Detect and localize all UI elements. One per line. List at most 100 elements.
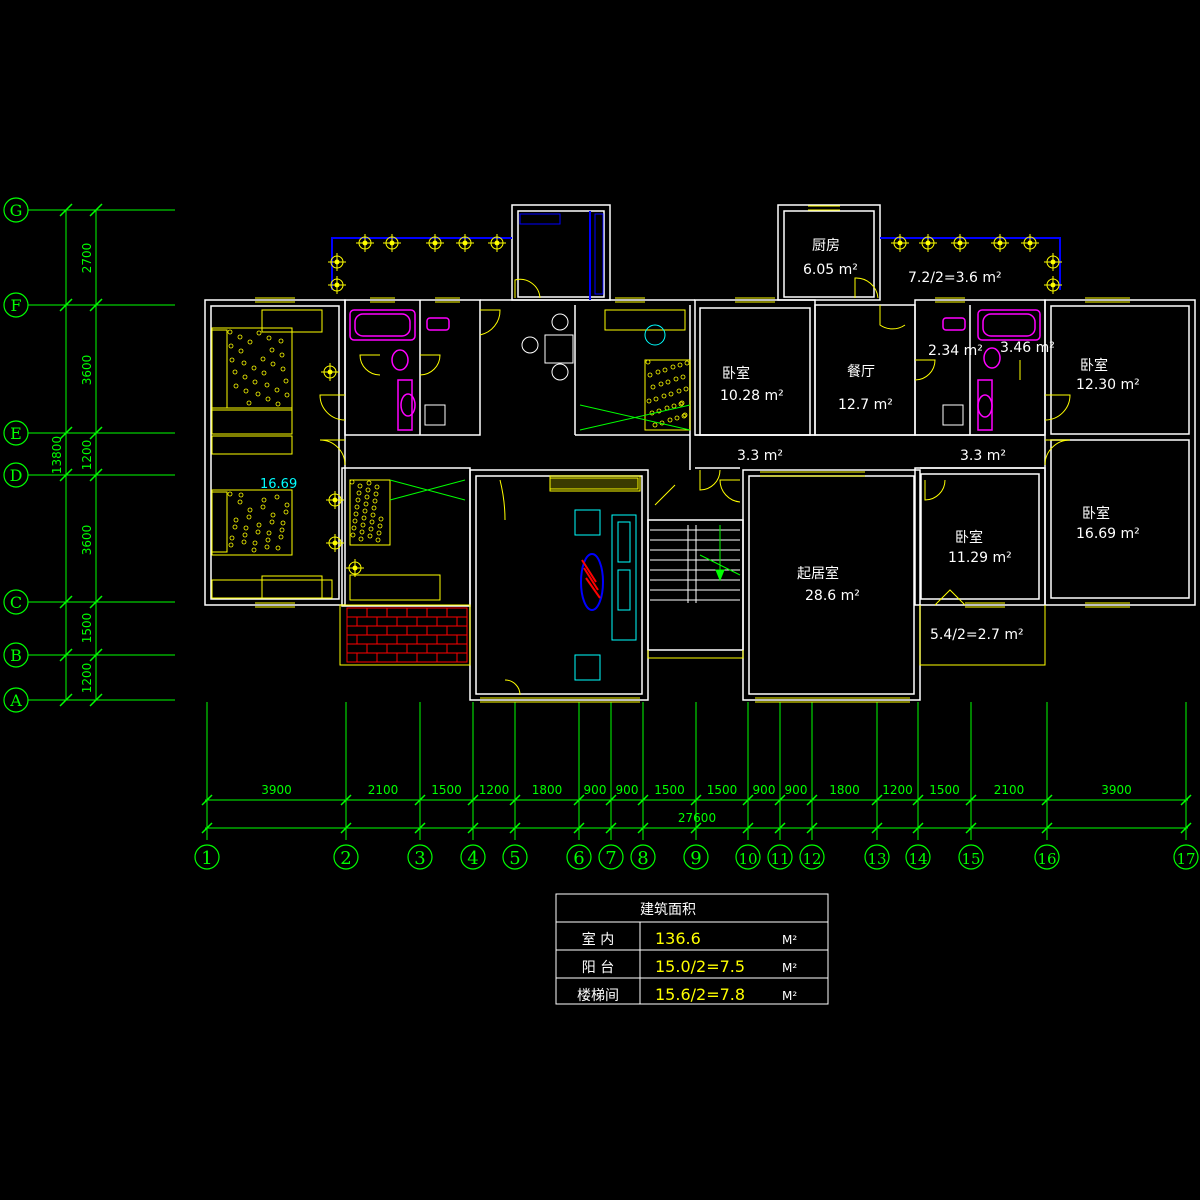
column-axis-bubble [958,844,984,870]
top-balcony-area: 7.2/2=3.6 m² [908,270,1002,286]
plant-icon [326,534,344,552]
column-dimension-label: 1500 [431,783,462,797]
bath-a-area: 2.34 m² [928,343,983,359]
column-axis-bubble [194,844,220,870]
bedroom-3-area: 11.29 m² [948,550,1012,566]
row-axis-bubble [3,420,29,446]
living-room-area: 28.6 m² [805,588,860,604]
column-axis-bubble [333,844,359,870]
table-row-0-label: 室 内 [582,931,614,948]
row-dim-3: 3600 [80,525,94,556]
column-axis-label: 2 [340,848,351,869]
windows [255,205,1130,703]
column-axis-label: 6 [573,848,584,869]
column-axis-label: 11 [770,850,789,868]
column-axis-bubble [407,844,433,870]
column-axis-bubble [767,844,793,870]
column-axis-label: 5 [509,848,520,869]
column-axis-label: 16 [1037,850,1056,868]
column-dimension-label: 1200 [479,783,510,797]
row-axis-bubble [3,642,29,668]
row-axis-label: G [10,201,23,220]
column-axis-label: 7 [605,848,616,869]
kitchen-area: 6.05 m² [803,262,858,278]
column-dimension-label: 1800 [532,783,563,797]
row-dim-2: 1200 [80,440,94,471]
bedroom-1-area: 10.28 m² [720,388,784,404]
plant-icon [356,234,374,252]
plant-icon [891,234,909,252]
column-axis-bubble [502,844,528,870]
table-row-1-unit: M² [782,961,797,975]
railing-blue-details [519,213,604,295]
plant-icon [991,234,1009,252]
rug [580,553,604,611]
column-dimension-label: 900 [753,783,776,797]
bedroom-3-label: 卧室 [955,529,983,546]
plant-icon [919,234,937,252]
row-dim-5: 1200 [80,663,94,694]
plant-icon [456,234,474,252]
column-axis-bubble [460,844,486,870]
column-axis-bubble [864,844,890,870]
bed-pattern [227,329,690,553]
shower-units [424,313,964,426]
column-axis-label: 17 [1176,850,1195,868]
table-row-1-value: 15.0/2=7.5 [655,957,745,976]
column-dimension-label: 900 [616,783,639,797]
row-axis-group [65,210,97,700]
railing [331,211,1061,300]
staircase [650,525,740,603]
stair-direction-arrow [699,525,741,582]
corridor-b-area: 3.3 m² [960,448,1006,464]
row-axis-bubble [3,462,29,488]
row-dim-total: 13800 [50,436,64,474]
row-axis-label: A [9,691,22,710]
plant-icon [328,253,346,271]
balcony-outlines [339,604,1046,666]
plant-icon [1044,253,1062,271]
sanitary-fixtures [349,309,1041,431]
column-axis-label: 12 [802,850,821,868]
row-axis-bubble [3,197,29,223]
column-dimension-label: 1200 [882,783,913,797]
left-bedroom-area: 16.69 [260,477,297,492]
plant-icon [328,276,346,294]
dining-label: 餐厅 [847,364,875,380]
col-dim-total: 27600 [678,811,716,825]
column-axis-bubble [683,844,709,870]
area-table: 建筑面积 室 内 136.6 M² 阳 台 15.0/2=7.5 M² 楼梯间 … [555,893,829,1005]
plant-icon [383,234,401,252]
row-dim-4: 1500 [80,613,94,644]
row-axis-bubble [3,687,29,713]
table-row-0-unit: M² [782,933,797,947]
row-axis-label: E [10,424,22,443]
column-axis-label: 13 [867,850,886,868]
dining-area: 12.7 m² [838,397,893,413]
column-dimension-label: 1500 [929,783,960,797]
row-axis-bubble [3,292,29,318]
plant-icon [346,559,364,577]
column-dimension-label: 2100 [368,783,399,797]
row-axis-bubble [3,589,29,615]
plant-icon [1044,276,1062,294]
plant-icon [426,234,444,252]
plant-icon [321,363,339,381]
column-axis-label: 14 [908,850,927,868]
table-row-2-unit: M² [782,989,797,1003]
table-row-2-value: 15.6/2=7.8 [655,985,745,1004]
living-room-label: 起居室 [797,565,839,582]
column-axis-label: 8 [637,848,648,869]
furniture [211,309,691,601]
column-axis-label: 1 [201,848,212,869]
bath-b-area: 3.46 m² [1000,340,1055,356]
plant-icon [326,491,344,509]
column-dimension-label: 3900 [261,783,292,797]
row-dim-0: 2700 [80,243,94,274]
column-dimension-label: 1500 [654,783,685,797]
cabinet-hatch [389,404,691,501]
table-title: 建筑面积 [640,902,696,918]
